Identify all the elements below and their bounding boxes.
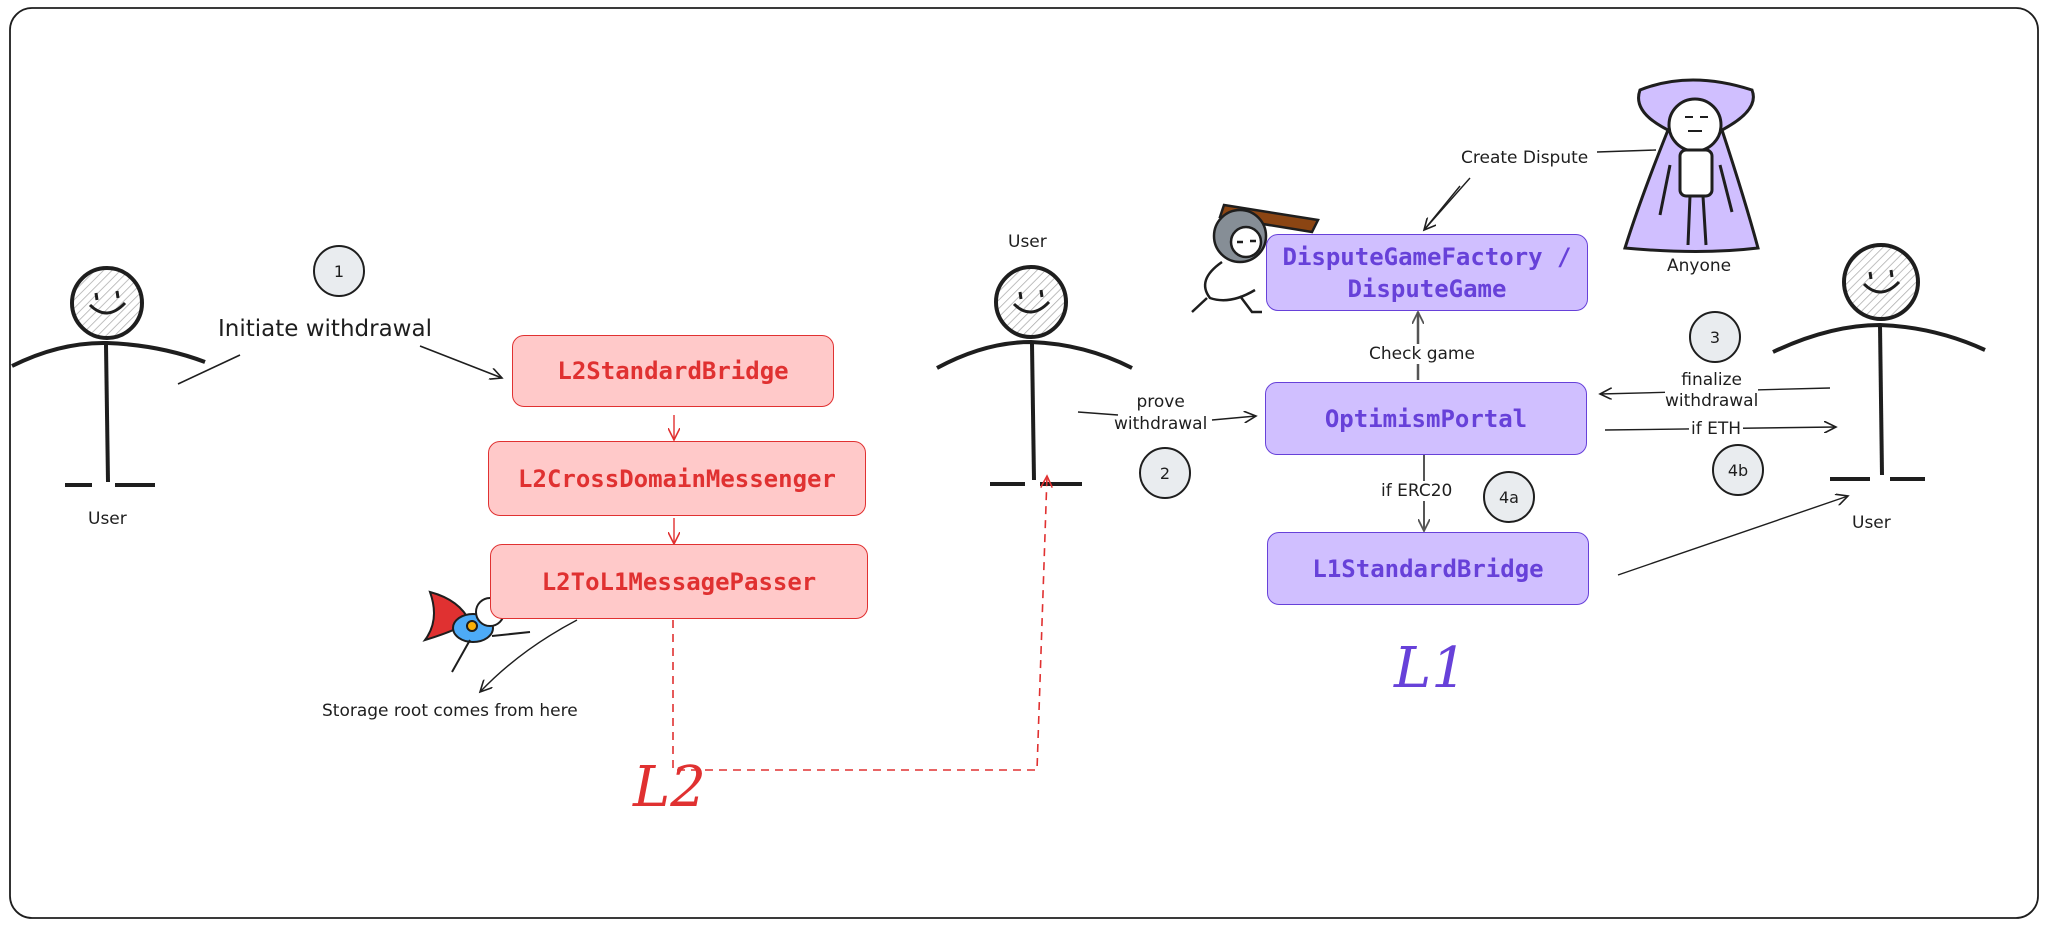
storage-root-arrow: [480, 619, 578, 692]
initiate-withdrawal-arrow: [177, 354, 241, 385]
diagram-frame: [9, 7, 2039, 919]
step-4b-badge: 4b: [1712, 444, 1764, 496]
step-2-badge: 2: [1139, 447, 1191, 499]
knight-figure: [1191, 203, 1320, 314]
prove-withdrawal-label: prove withdrawal: [1114, 391, 1207, 435]
user-middle-label: User: [1008, 232, 1047, 252]
user-left-figure: [11, 266, 206, 487]
l1-layer-label: L1: [1394, 636, 1467, 701]
storage-root-label: Storage root comes from here: [322, 701, 578, 721]
user-middle-figure: [936, 265, 1133, 486]
create-dispute-label: Create Dispute: [1459, 148, 1591, 168]
prove-line2: withdrawal: [1114, 414, 1208, 434]
dispute-game-factory-box: DisputeGameFactory / DisputeGame: [1266, 234, 1588, 311]
l2-cross-domain-messenger-box: L2CrossDomainMessenger: [488, 441, 866, 516]
anyone-label: Anyone: [1667, 256, 1732, 276]
finalize-line1: finalize: [1681, 370, 1743, 390]
prove-withdrawal-arrow: [1077, 412, 1256, 420]
l2-dashed-path-arrow: [672, 476, 1047, 771]
finalize-line2: withdrawal: [1665, 391, 1759, 411]
l2-to-l1-message-passer-box: L2ToL1MessagePasser: [490, 544, 868, 619]
l1-bridge-to-user-arrow: [1617, 496, 1848, 576]
anyone-figure: [1623, 78, 1760, 253]
dispute-game-factory-line2: DisputeGame: [1347, 274, 1507, 303]
user-left-label: User: [88, 509, 127, 529]
initiate-withdrawal-label: Initiate withdrawal: [218, 316, 432, 342]
user-right-figure: [1772, 243, 1986, 481]
step-4a-badge: 4a: [1483, 471, 1535, 523]
prove-line1: prove: [1136, 392, 1185, 412]
if-erc20-label: if ERC20: [1379, 481, 1455, 501]
l2-layer-label: L2: [633, 755, 706, 820]
dispute-game-factory-line1: DisputeGameFactory /: [1282, 242, 1572, 271]
step-1-badge: 1: [313, 245, 365, 297]
l2-standard-bridge-box: L2StandardBridge: [512, 335, 834, 407]
if-eth-label: if ETH: [1689, 419, 1744, 439]
l1-standard-bridge-box: L1StandardBridge: [1267, 532, 1589, 605]
optimism-portal-box: OptimismPortal: [1265, 382, 1587, 455]
user-right-label: User: [1852, 513, 1891, 533]
finalize-withdrawal-label: finalize withdrawal: [1665, 370, 1759, 412]
check-game-label: Check game: [1367, 344, 1477, 364]
step-3-badge: 3: [1689, 311, 1741, 363]
